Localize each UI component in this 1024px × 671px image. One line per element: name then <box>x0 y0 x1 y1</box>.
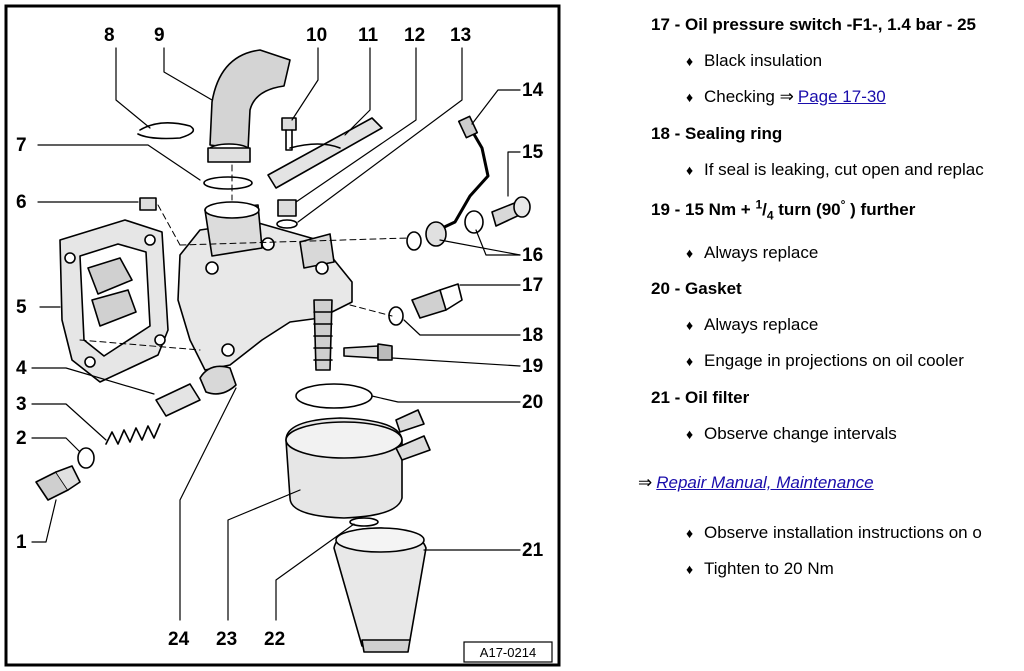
callout-8: 8 <box>104 25 115 46</box>
intake-elbow-part <box>207 49 291 163</box>
callout-12: 12 <box>404 25 425 46</box>
item-17-bullet-2: ♦Checking ⇒Page 17-30 <box>686 87 886 106</box>
item-18-heading: 18 - Sealing ring <box>651 124 783 143</box>
callout-17: 17 <box>522 275 543 296</box>
sensor-plug-part <box>139 197 157 211</box>
sealing-ring-part <box>388 306 404 326</box>
banjo-bolt-part <box>406 196 531 251</box>
callout-22: 22 <box>264 629 285 650</box>
bullet-icon: ♦ <box>686 317 694 333</box>
callout-6: 6 <box>16 192 27 213</box>
callout-16: 16 <box>522 245 543 266</box>
item-20-bullet-2: ♦Engage in projections on oil cooler <box>686 351 964 370</box>
callout-3: 3 <box>16 394 27 415</box>
oil-filter-housing-part <box>177 201 353 395</box>
callout-1: 1 <box>16 532 27 553</box>
item-17-heading: 17 - Oil pressure switch -F1-, 1.4 bar -… <box>651 15 977 34</box>
item-20-heading: 20 - Gasket <box>651 279 742 298</box>
callout-23: 23 <box>216 629 237 650</box>
washer-part <box>77 447 95 469</box>
bullet-icon: ♦ <box>686 53 694 69</box>
callout-20: 20 <box>522 392 543 413</box>
item-19-heading: 19 - 15 Nm + 1/4 turn (90° ) further <box>651 197 916 223</box>
callout-2: 2 <box>16 428 27 449</box>
plug-bolt-part <box>35 465 81 501</box>
item-20-bullet-1: ♦Always replace <box>686 315 819 334</box>
bolt-10-part <box>281 117 297 151</box>
arrow-icon: ⇒ <box>779 87 794 106</box>
callout-7: 7 <box>16 135 27 156</box>
spring-part <box>105 423 161 445</box>
oil-pressure-switch-part <box>411 283 463 319</box>
bullet-icon: ♦ <box>686 426 694 442</box>
o-ring-7-part <box>203 176 253 190</box>
callout-9: 9 <box>154 25 165 46</box>
arrow-icon: ⇒ <box>638 473 653 492</box>
seal-22-part <box>349 517 379 527</box>
after-ref-bullet-2: ♦Tighten to 20 Nm <box>686 559 834 578</box>
bolt-19-part <box>343 343 393 361</box>
bullet-icon: ♦ <box>686 89 694 105</box>
bullet-icon: ♦ <box>686 561 694 577</box>
bullet-icon: ♦ <box>686 245 694 261</box>
gasket-plate-part <box>59 219 169 383</box>
callout-10: 10 <box>306 25 327 46</box>
item-21-bullet-1: ♦Observe change intervals <box>686 424 897 443</box>
after-ref-bullet-1: ♦Observe installation instructions on o <box>686 523 982 542</box>
item-21-heading: 21 - Oil filter <box>651 388 750 407</box>
callout-19: 19 <box>522 356 543 377</box>
repair-manual-reference: ⇒Repair Manual, Maintenance <box>638 473 874 493</box>
exploded-parts-diagram: 8 9 10 11 12 13 14 7 15 6 16 17 5 18 4 1… <box>4 4 561 667</box>
callout-21: 21 <box>522 540 544 561</box>
bullet-icon: ♦ <box>686 162 694 178</box>
oil-line-part <box>436 122 490 232</box>
oil-filter-part <box>333 527 427 653</box>
bullet-icon: ♦ <box>686 525 694 541</box>
item-19-bullet-1: ♦Always replace <box>686 243 819 262</box>
page-17-30-link[interactable]: Page 17-30 <box>797 87 886 106</box>
callout-18: 18 <box>522 325 543 346</box>
item-18-bullet-1: ♦If seal is leaking, cut open and replac <box>686 160 984 179</box>
circlip-part <box>137 122 195 140</box>
callout-14: 14 <box>522 80 544 101</box>
piston-part <box>155 383 201 417</box>
callout-11: 11 <box>358 25 379 46</box>
callout-4: 4 <box>16 358 27 379</box>
repair-manual-maintenance-link[interactable]: Repair Manual, Maintenance <box>656 473 874 492</box>
rod-part <box>267 117 383 189</box>
callout-5: 5 <box>16 297 27 318</box>
bullet-icon: ♦ <box>686 353 694 369</box>
callout-15: 15 <box>522 142 544 163</box>
callout-13: 13 <box>450 25 471 46</box>
callout-24: 24 <box>168 629 190 650</box>
figure-id-box <box>463 641 553 663</box>
figure-id: A17-0214 <box>480 645 536 660</box>
item-17-bullet-1: ♦Black insulation <box>686 51 823 70</box>
oil-cooler-part <box>285 409 431 519</box>
plug-part <box>276 199 298 229</box>
